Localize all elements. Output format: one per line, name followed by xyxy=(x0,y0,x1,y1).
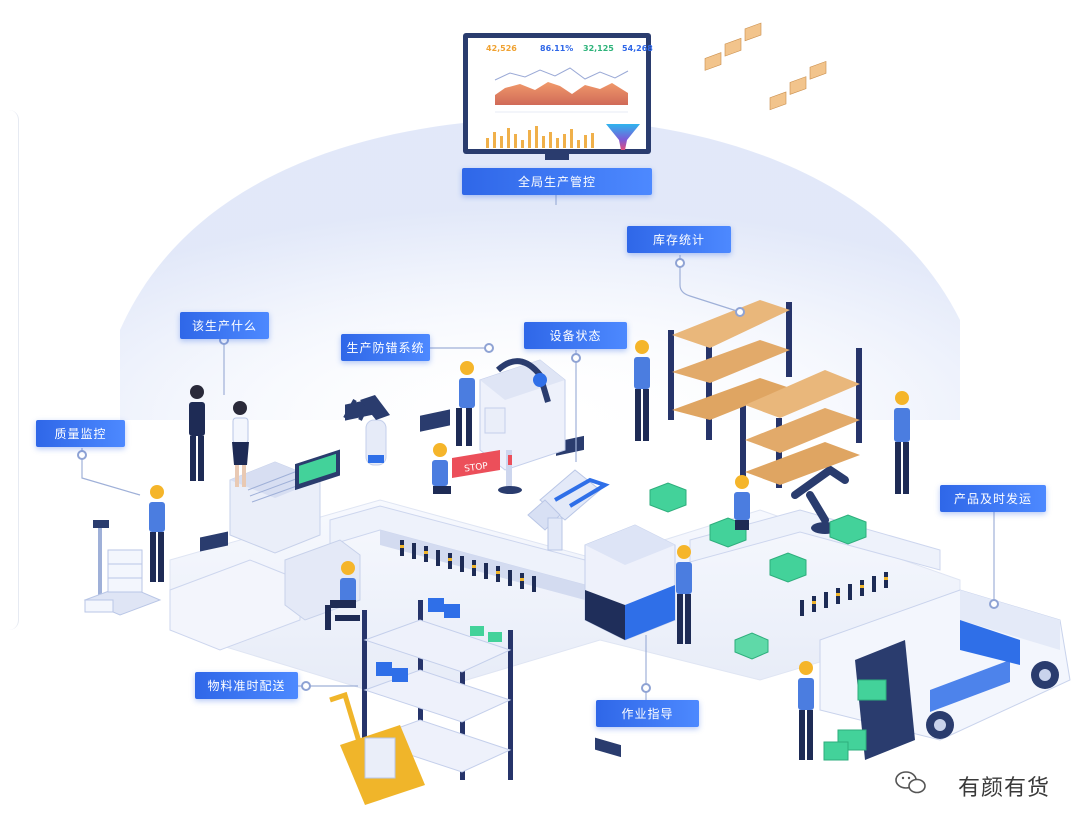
label-timely-shipping: 产品及时发运 xyxy=(940,485,1046,512)
warehouse-racks xyxy=(668,22,862,488)
connector-nodes xyxy=(77,258,999,693)
worker-operator xyxy=(325,561,360,630)
funnel-chart xyxy=(606,124,640,150)
watermark-text: 有颜有货 xyxy=(957,776,1050,801)
page-edge-frame xyxy=(0,110,19,630)
metric-1: 42,526 xyxy=(486,44,517,53)
stop-sign: STOP xyxy=(452,450,500,478)
dashboard-monitor: 42,526 86.11% 32,125 54,268 xyxy=(463,33,653,160)
wechat-icon xyxy=(895,771,926,794)
pallet-truck xyxy=(329,691,425,805)
robot-arm-gripper xyxy=(527,469,610,551)
worker-quality xyxy=(149,485,165,582)
woman-figure xyxy=(232,401,249,487)
worker-delivery xyxy=(798,661,814,760)
workstation-machine xyxy=(584,524,676,758)
area-chart xyxy=(495,82,628,105)
worker-figures xyxy=(149,340,910,760)
robot-arm-left xyxy=(343,395,390,466)
stop-label: STOP xyxy=(464,461,489,474)
scale-packages xyxy=(83,520,162,616)
worker-anti-error xyxy=(456,361,475,446)
green-crates xyxy=(649,482,867,660)
delivery-van xyxy=(819,589,1071,761)
label-anti-error-system: 生产防错系统 xyxy=(341,334,430,361)
label-equipment-status: 设备状态 xyxy=(524,322,627,349)
manager-figure xyxy=(189,385,205,481)
metric-4: 54,268 xyxy=(622,44,653,53)
worker-warehouse-right xyxy=(894,391,910,494)
worker-guide xyxy=(676,545,692,644)
metric-2: 86.11% xyxy=(540,44,573,53)
label-what-to-produce: 该生产什么 xyxy=(180,312,269,339)
label-global-production: 全局生产管控 xyxy=(462,168,652,195)
worker-stop xyxy=(432,443,451,494)
robot-arm-center xyxy=(479,358,566,494)
label-inventory: 库存统计 xyxy=(627,226,731,253)
label-material-delivery: 物料准时配送 xyxy=(195,672,298,699)
worker-crates xyxy=(734,475,750,530)
label-quality-monitor: 质量监控 xyxy=(36,420,125,447)
bar-chart xyxy=(486,126,594,148)
metric-3: 32,125 xyxy=(583,44,614,53)
worker-warehouse-left xyxy=(634,340,650,441)
line-chart xyxy=(494,67,629,81)
label-work-guide: 作业指导 xyxy=(596,700,699,727)
